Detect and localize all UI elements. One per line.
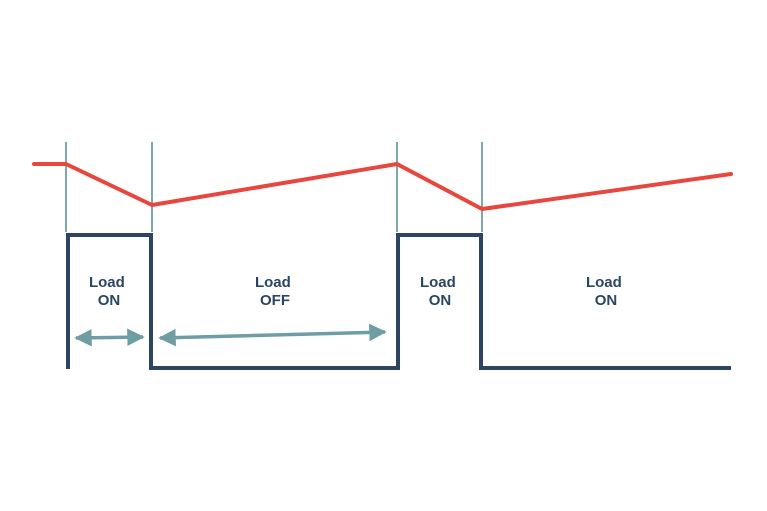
- load-signal-waveform: [66, 233, 731, 370]
- off-duration-arrow: [158, 323, 387, 347]
- region-label-load-on-1: Load ON: [89, 274, 129, 309]
- on-duration-arrow: [74, 328, 145, 347]
- region-label-3-line2: ON: [429, 292, 452, 309]
- region-label-4-line1: Load: [586, 274, 622, 291]
- region-label-2-line2: OFF: [260, 292, 290, 309]
- region-label-1-line1: Load: [89, 274, 125, 291]
- region-label-3-line1: Load: [420, 274, 456, 291]
- region-label-2-line1: Load: [255, 274, 291, 291]
- region-label-load-on-3: Load ON: [586, 274, 626, 309]
- region-label-1-line2: ON: [98, 292, 121, 309]
- voltage-trace: [32, 162, 733, 211]
- region-label-load-on-2: Load ON: [420, 274, 460, 309]
- region-label-4-line2: ON: [595, 292, 618, 309]
- region-label-load-off: Load OFF: [255, 274, 295, 309]
